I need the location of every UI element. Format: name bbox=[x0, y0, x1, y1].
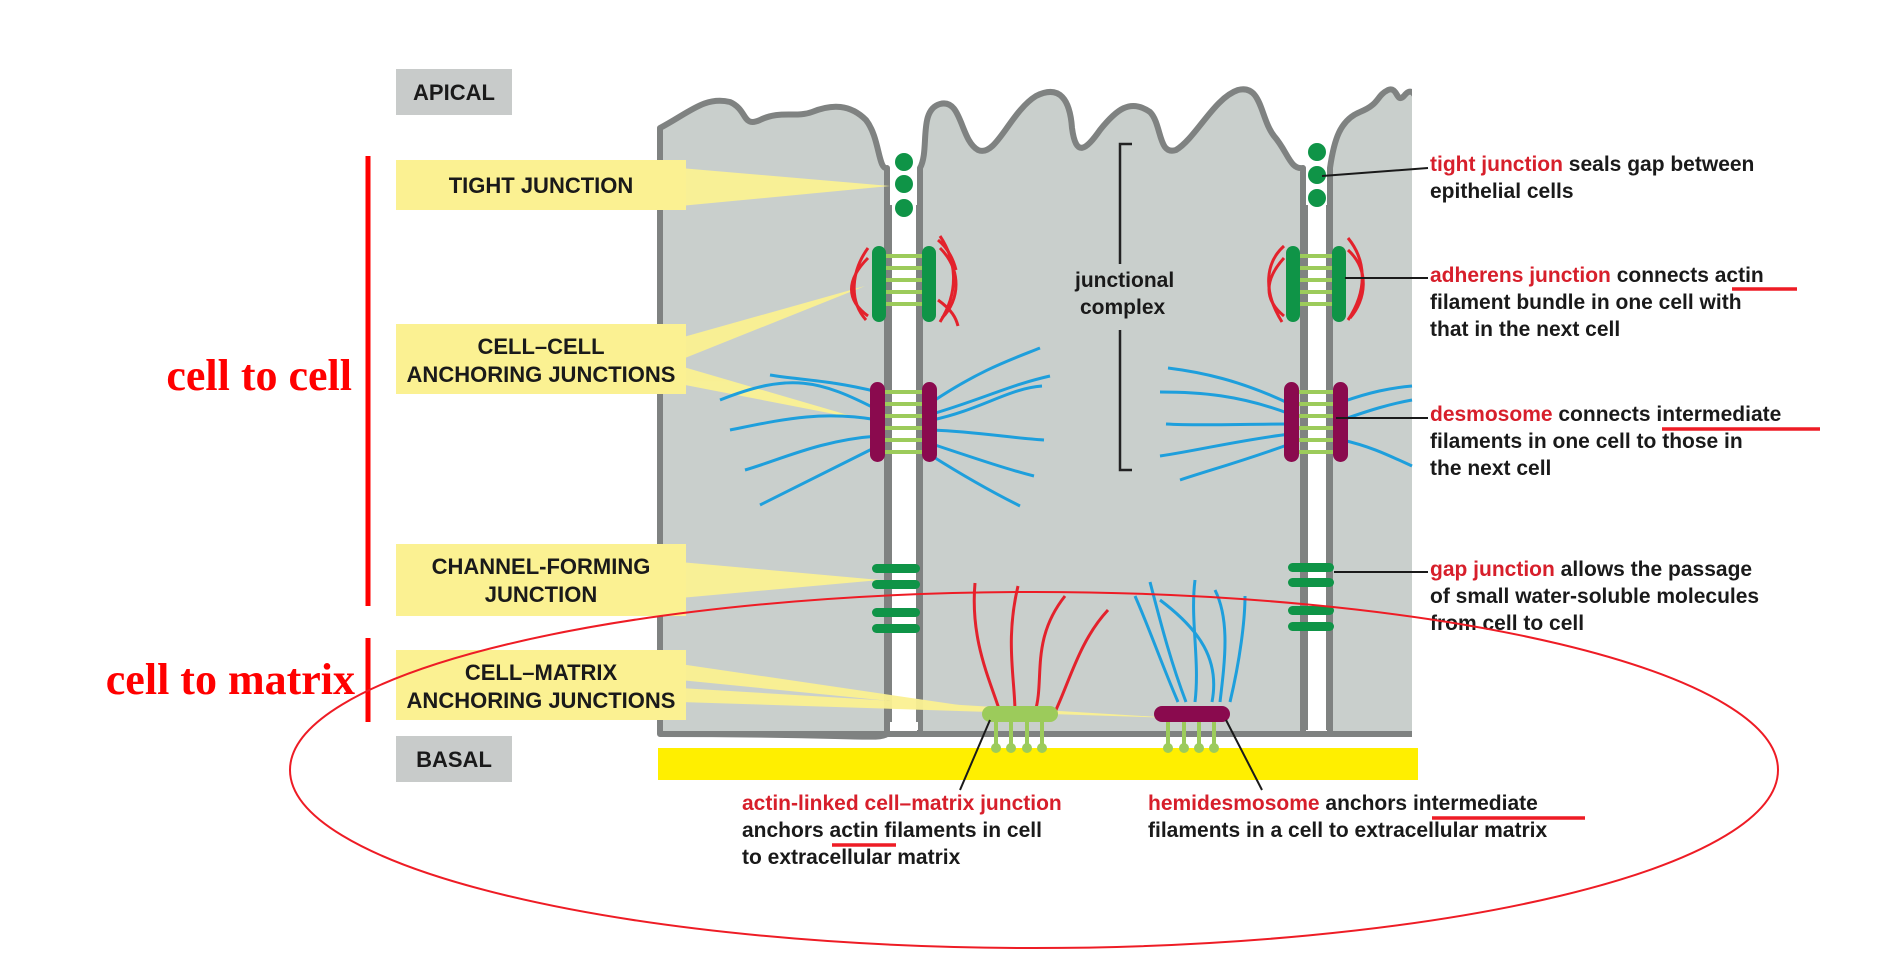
apical-label-box bbox=[396, 69, 512, 115]
junctional-complex-bracket bbox=[1118, 142, 1132, 472]
svg-text:adherens junction connects act: adherens junction connects actin bbox=[1430, 264, 1764, 287]
keratin-filaments-left bbox=[719, 346, 1051, 508]
basal-label-box bbox=[396, 736, 512, 782]
keratin-filaments-basal bbox=[1133, 579, 1247, 703]
actin-filaments-left bbox=[850, 235, 960, 327]
desc-tight-junction: tight junction seals gap between epithel… bbox=[1430, 153, 1754, 203]
svg-text:CELL–MATRIX: CELL–MATRIX bbox=[465, 660, 618, 685]
svg-text:filaments in one cell to those: filaments in one cell to those in bbox=[1430, 430, 1743, 453]
desc-actin-linked-junction: actin-linked cell–matrix junction anchor… bbox=[742, 792, 1062, 869]
svg-text:gap junction allows the passag: gap junction allows the passage bbox=[1430, 558, 1752, 581]
svg-text:CHANNEL-FORMING: CHANNEL-FORMING bbox=[432, 554, 651, 579]
tight-junction-right bbox=[1308, 143, 1326, 207]
svg-text:hemidesmosome anchors intermed: hemidesmosome anchors intermediate bbox=[1148, 792, 1538, 815]
callout-beams bbox=[680, 168, 1175, 718]
gap-junction-left bbox=[872, 564, 920, 633]
actin-filaments-right bbox=[1267, 237, 1365, 323]
basal-lamina bbox=[658, 748, 1418, 780]
svg-text:ANCHORING JUNCTIONS: ANCHORING JUNCTIONS bbox=[407, 688, 676, 713]
svg-text:the next cell: the next cell bbox=[1430, 457, 1551, 480]
desmosome-right bbox=[1284, 382, 1348, 462]
gap-junction-right bbox=[1288, 563, 1334, 631]
svg-text:JUNCTION: JUNCTION bbox=[485, 582, 597, 607]
svg-text:filaments in a cell to extrace: filaments in a cell to extracellular mat… bbox=[1148, 819, 1547, 842]
desc-hemidesmosome: hemidesmosome anchors intermediate filam… bbox=[1148, 792, 1585, 842]
hemidesmosome bbox=[1154, 706, 1230, 753]
desmosome-left bbox=[870, 382, 937, 462]
svg-text:to extracellular matrix: to extracellular matrix bbox=[742, 846, 961, 869]
junctional-complex-label-2: complex bbox=[1080, 296, 1166, 319]
svg-text:of small water-soluble molecul: of small water-soluble molecules bbox=[1430, 585, 1759, 608]
svg-text:filament bundle in one cell wi: filament bundle in one cell with bbox=[1430, 291, 1742, 314]
svg-text:CELL–CELL: CELL–CELL bbox=[477, 334, 604, 359]
apical-label: APICAL bbox=[413, 80, 495, 105]
actin-filaments-basal bbox=[972, 582, 1110, 713]
callout-channel-forming: CHANNEL-FORMING JUNCTION bbox=[396, 544, 686, 616]
basal-label: BASAL bbox=[416, 747, 492, 772]
callout-tight-junction: TIGHT JUNCTION bbox=[396, 160, 686, 210]
svg-text:tight junction seals gap betwe: tight junction seals gap between bbox=[1430, 153, 1754, 176]
desc-desmosome: desmosome connects intermediate filament… bbox=[1430, 403, 1820, 480]
svg-text:ANCHORING JUNCTIONS: ANCHORING JUNCTIONS bbox=[407, 362, 676, 387]
cell-to-matrix-annotation: cell to matrix bbox=[106, 655, 355, 704]
adherens-junction-left bbox=[872, 246, 936, 322]
adherens-junction-right bbox=[1286, 246, 1346, 322]
callout-cell-cell-anchoring: CELL–CELL ANCHORING JUNCTIONS bbox=[396, 324, 686, 394]
svg-text:desmosome connects intermediat: desmosome connects intermediate bbox=[1430, 403, 1781, 426]
cell-to-cell-annotation: cell to cell bbox=[166, 351, 352, 400]
middle-cell bbox=[917, 86, 1306, 737]
leader-lines bbox=[959, 167, 1429, 791]
svg-text:that in the next cell: that in the next cell bbox=[1430, 318, 1620, 341]
svg-text:TIGHT JUNCTION: TIGHT JUNCTION bbox=[449, 173, 634, 198]
desc-adherens-junction: adherens junction connects actin filamen… bbox=[1430, 264, 1797, 341]
tight-junction-left bbox=[895, 153, 913, 217]
cell-matrix-ellipse bbox=[289, 591, 1779, 949]
svg-text:actin-linked cell–matrix junct: actin-linked cell–matrix junction bbox=[742, 792, 1062, 815]
svg-text:epithelial cells: epithelial cells bbox=[1430, 180, 1574, 203]
callout-cell-matrix-anchoring: CELL–MATRIX ANCHORING JUNCTIONS bbox=[396, 650, 686, 720]
desc-gap-junction: gap junction allows the passage of small… bbox=[1430, 558, 1759, 635]
svg-text:from cell to cell: from cell to cell bbox=[1430, 612, 1584, 635]
junctional-complex-label: junctional bbox=[1074, 269, 1174, 292]
actin-linked-matrix-junction bbox=[982, 706, 1058, 753]
svg-text:anchors actin filaments in cel: anchors actin filaments in cell bbox=[742, 819, 1042, 842]
